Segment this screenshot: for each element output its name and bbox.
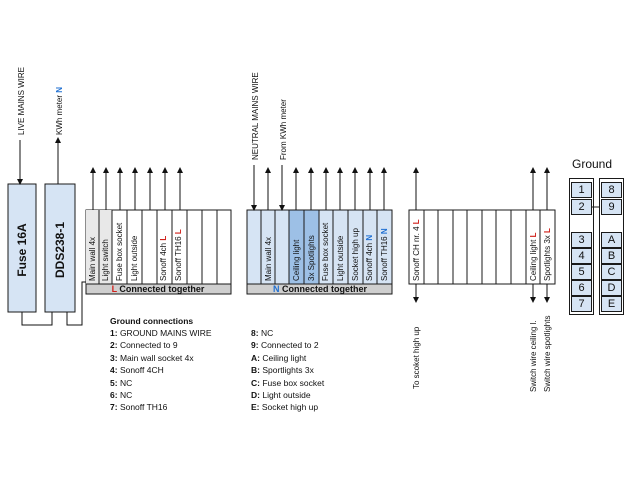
ground-terminal: 7 (571, 296, 592, 312)
ground-connections-right: 8: NC 9: Connected to 2 A: Ceiling light… (251, 327, 324, 414)
block2-terminal-4: 3x Spotlights (307, 235, 316, 281)
block3-top-label: Sonoff CH nr. 4 L (412, 219, 421, 281)
block3-bottom-right-label: Switch wire spotlights (543, 316, 552, 392)
fuse-label: Fuse 16A (15, 223, 29, 277)
block1-terminal-5: Sonoff 4ch L (159, 236, 168, 281)
ground-connections-title: Ground connections (110, 316, 194, 326)
ground-terminal: 6 (571, 280, 592, 296)
ground-bar-left (569, 178, 594, 315)
ground-title: Ground (572, 157, 613, 171)
ground-terminal: 9 (601, 199, 622, 215)
block1-terminal-2: Light switch (101, 239, 110, 281)
gc-right-item: 8: NC (251, 328, 274, 338)
fuse-dds-link (21, 312, 53, 326)
terminal-block-1 (85, 209, 232, 295)
gc-right-item: A: Ceiling light (251, 352, 307, 363)
gc-left-item: 4: Sonoff 4CH (110, 365, 164, 376)
gc-left-item: 7: Sonoff TH16 (110, 402, 168, 413)
ground-terminal: 4 (571, 248, 592, 264)
block2-terminal-1: Main wall 4x (264, 237, 273, 281)
block2-terminal-3: Ceiling light (292, 239, 301, 281)
block1-terminal-4: Light outside (130, 235, 139, 281)
block3-spot-label: Spotlights 3x L (543, 228, 552, 281)
gc-right-item: 9: Connected to 2 (251, 340, 319, 351)
block3-bottom-mid-label: Switch wire ceiling l. (529, 320, 538, 392)
block2-footer: N Connected together (273, 284, 368, 294)
block2-terminal-7: Socket high up (351, 228, 360, 281)
ground-terminal: D (601, 280, 622, 296)
fuse-device (7, 183, 37, 313)
ground-bar-right (599, 178, 624, 315)
dds-label: DDS238-1 (53, 222, 67, 278)
gc-left-item: 5: NC (110, 377, 133, 388)
block2-terminal-6: Light outside (336, 235, 345, 281)
block2-terminal-5: Fuse box socket (321, 222, 330, 281)
ground-terminal: 1 (571, 182, 592, 198)
ground-terminal: 2 (571, 199, 592, 215)
ground-terminal: E (601, 296, 622, 312)
ground-terminal: 3 (571, 232, 592, 248)
block1-footer: L Connected together (112, 284, 205, 294)
ground-terminal: 8 (601, 182, 622, 198)
kwh-meter-label: KWh meter N (55, 87, 64, 135)
from-kwh-label: From KWh meter (279, 99, 288, 160)
block2-terminal-9: Sonoff TH16 N (380, 228, 389, 281)
block1-terminal-1: Main wall 4x (88, 237, 97, 281)
ground-terminal: C (601, 264, 622, 280)
ground-connections-left: 1: GROUND MAINS WIRE 2: Connected to 9 3… (110, 327, 212, 414)
gc-left-item: 2: Connected to 9 (110, 340, 178, 351)
gc-right-item: C: Fuse box socket (251, 377, 325, 388)
block1-terminal-6: Sonoff TH16 L (174, 229, 183, 281)
terminal-block-3 (408, 209, 556, 285)
live-mains-label: LIVE MAINS WIRE (17, 67, 26, 135)
block3-ceiling-label: Ceiling light L (529, 232, 538, 281)
gc-right-item: E: Socket high up (251, 402, 319, 413)
gc-right-item: B: Sportlights 3x (251, 365, 314, 376)
ground-terminal: A (601, 232, 622, 248)
gc-left-item: 1: GROUND MAINS WIRE (110, 328, 212, 338)
terminal-block-2 (246, 209, 393, 295)
dds-device (44, 183, 76, 313)
dds-block1-link (66, 281, 92, 326)
ground-terminal: 5 (571, 264, 592, 280)
gc-left-item: 6: NC (110, 390, 133, 401)
gc-left-item: 3: Main wall socket 4x (110, 352, 194, 363)
neutral-mains-label: NEUTRAL MAINS WIRE (251, 72, 260, 160)
ground-terminal: B (601, 248, 622, 264)
gc-right-item: D: Light outside (251, 390, 311, 401)
block3-bottom-left-label: To scoket high up (412, 326, 421, 389)
block1-terminal-3: Fuse box socket (115, 222, 124, 281)
block2-terminal-8: Sonoff 4ch N (365, 235, 374, 281)
